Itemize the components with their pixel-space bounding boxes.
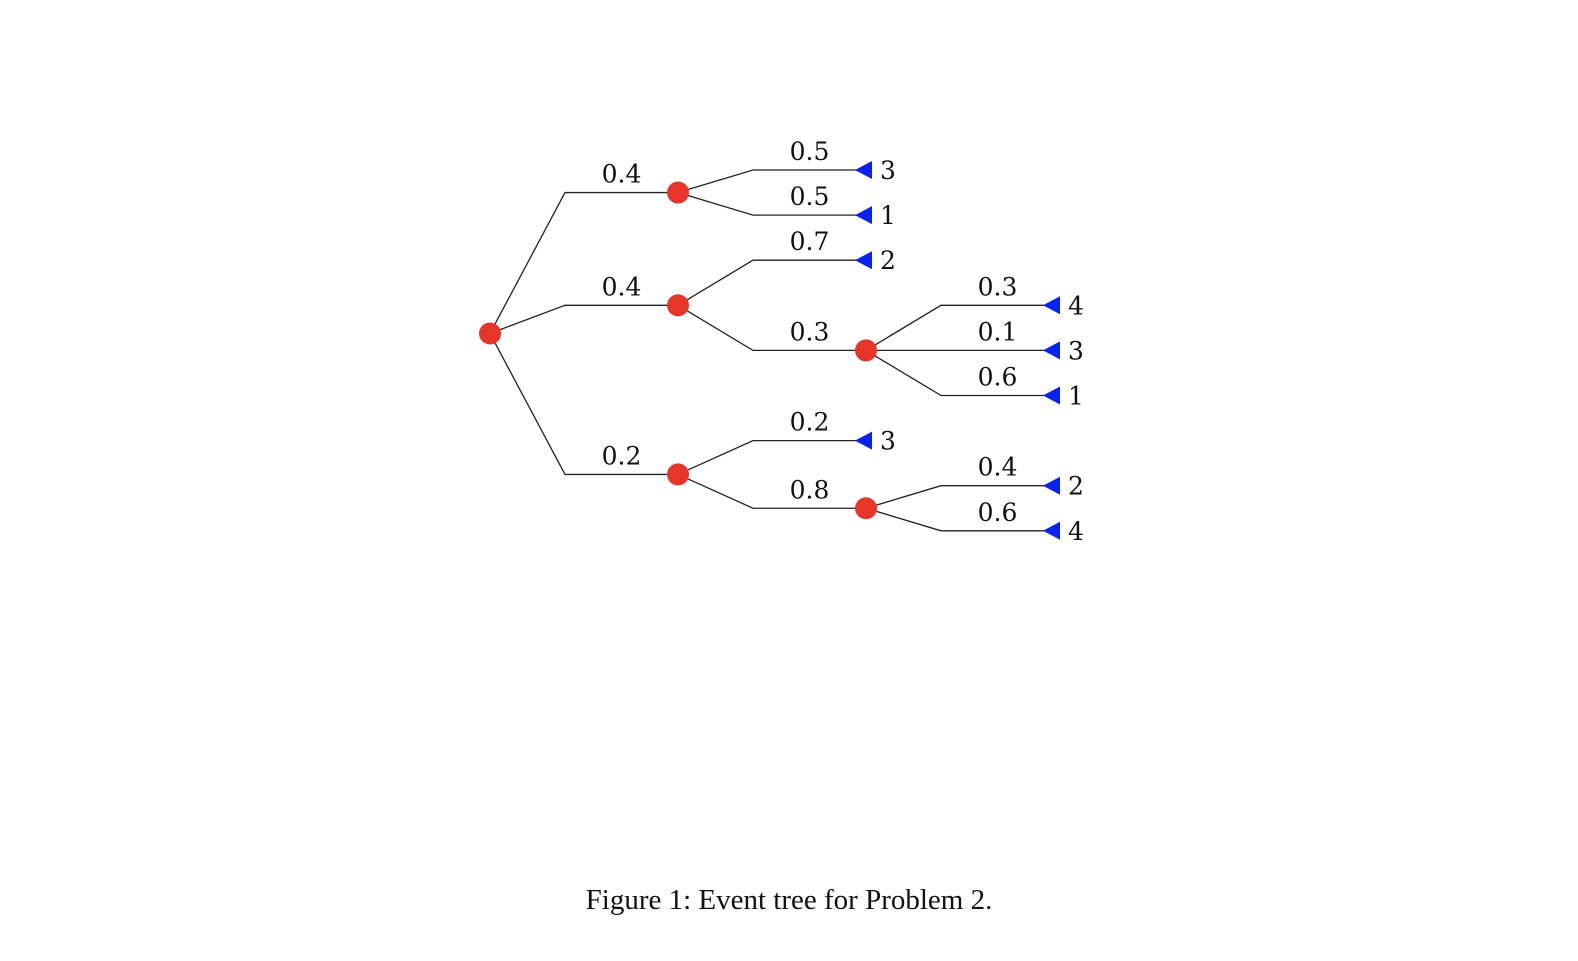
- root-chance-node: [479, 322, 501, 345]
- branch-probability: 0.2: [602, 441, 642, 470]
- terminal-node-icon: [1043, 386, 1060, 405]
- branch-probability: 0.5: [790, 182, 830, 211]
- tree-branch: [677, 439, 866, 476]
- tree-branch: [865, 304, 1054, 351]
- figure-caption: Figure 1: Event tree for Problem 2.: [585, 884, 993, 916]
- branch-probability: 0.7: [790, 227, 830, 256]
- outcome-value: 1: [1068, 382, 1084, 411]
- outcome-value: 3: [1068, 336, 1084, 365]
- terminal-node-icon: [855, 431, 872, 450]
- terminal-node-icon: [855, 161, 872, 179]
- branch-probability: 0.4: [602, 160, 642, 189]
- outcome-value: 3: [880, 156, 896, 185]
- tree-branch: [677, 259, 866, 306]
- branch-probability: 0.2: [790, 408, 830, 437]
- chance-node: [667, 294, 689, 317]
- edges: 0.4 0.5 0.5 0.4 0.7 0.3 0.3 0.1 0.6 0.2 0.2 0.8 0.4 0…: [489, 137, 1054, 532]
- branch-probability: 0.4: [978, 453, 1018, 482]
- chance-node: [855, 339, 877, 362]
- tree-branch: [489, 333, 678, 476]
- tree-branch: [865, 507, 1054, 532]
- chance-node: [855, 497, 877, 520]
- branch-probability: 0.3: [978, 272, 1018, 301]
- outcome-value: 4: [1068, 517, 1084, 546]
- tree-branch: [489, 191, 678, 334]
- outcome-value: 2: [880, 246, 896, 275]
- branch-probability: 0.1: [978, 317, 1018, 346]
- terminal-node-icon: [855, 251, 872, 270]
- outcome-value: 4: [1068, 291, 1084, 320]
- tree-branch: [677, 304, 866, 352]
- terminal-node-icon: [855, 206, 872, 225]
- tree-branch: [865, 349, 1054, 397]
- branch-probability: 0.4: [602, 272, 642, 301]
- outcome-value: 1: [880, 201, 896, 230]
- tree-branch: [677, 473, 866, 509]
- tree-branch: [677, 169, 866, 194]
- nodes: 3 1 2 4 3 1 3 2 4: [479, 156, 1084, 546]
- terminal-node-icon: [1043, 296, 1060, 315]
- terminal-node-icon: [1043, 476, 1060, 495]
- tree-branch: [677, 191, 866, 216]
- chance-node: [667, 463, 689, 486]
- outcome-value: 3: [880, 427, 896, 456]
- terminal-node-icon: [1043, 341, 1060, 360]
- outcome-value: 2: [1068, 472, 1084, 501]
- branch-probability: 0.8: [790, 475, 830, 504]
- branch-probability: 0.6: [978, 363, 1018, 392]
- branch-probability: 0.6: [978, 498, 1018, 527]
- chance-node: [667, 181, 689, 204]
- branch-probability: 0.3: [790, 317, 830, 346]
- branch-probability: 0.5: [790, 137, 830, 166]
- tree-branch: [865, 485, 1054, 509]
- terminal-node-icon: [1043, 521, 1060, 540]
- tree-branch: [489, 304, 678, 335]
